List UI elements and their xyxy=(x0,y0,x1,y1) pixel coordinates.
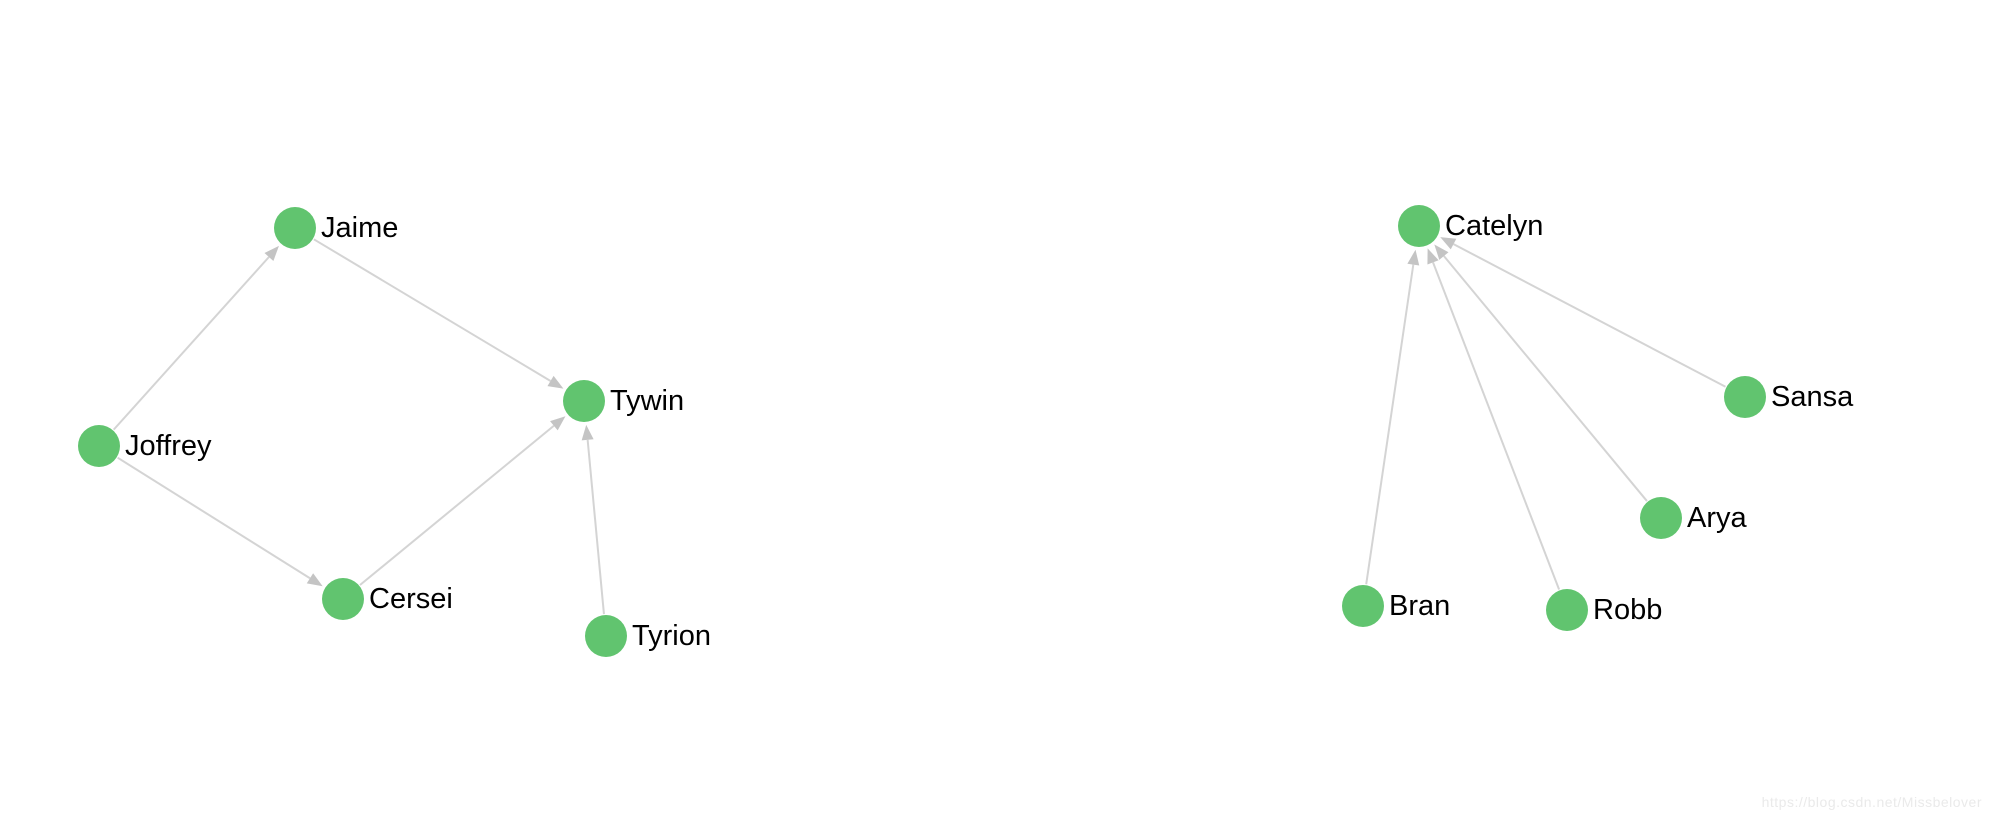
node-circle-sansa[interactable] xyxy=(1724,376,1766,418)
node-label-cersei: Cersei xyxy=(369,583,453,615)
node-label-robb: Robb xyxy=(1593,594,1662,626)
arrowhead-jaime-tywin xyxy=(547,375,564,389)
arrowhead-tyrion-tywin xyxy=(581,424,594,441)
node-jaime[interactable]: Jaime xyxy=(274,207,398,249)
edge-bran-catelyn xyxy=(1365,264,1415,585)
node-joffrey[interactable]: Joffrey xyxy=(78,425,212,467)
node-circle-robb[interactable] xyxy=(1546,589,1588,631)
node-cersei[interactable]: Cersei xyxy=(322,578,453,620)
node-circle-bran[interactable] xyxy=(1342,585,1384,627)
node-circle-tyrion[interactable] xyxy=(585,615,627,657)
node-label-jaime: Jaime xyxy=(321,212,398,244)
edge-joffrey-jaime xyxy=(112,256,270,431)
node-label-tywin: Tywin xyxy=(610,385,684,417)
node-tywin[interactable]: Tywin xyxy=(563,380,684,422)
arrowhead-robb-catelyn xyxy=(1427,248,1439,265)
node-label-tyrion: Tyrion xyxy=(632,620,711,652)
arrowhead-bran-catelyn xyxy=(1407,249,1420,266)
arrowhead-joffrey-cersei xyxy=(306,573,323,587)
edge-arya-catelyn xyxy=(1443,255,1648,502)
node-circle-joffrey[interactable] xyxy=(78,425,120,467)
edge-cersei-tywin xyxy=(359,424,555,586)
arrowhead-joffrey-jaime xyxy=(264,245,279,262)
arrowhead-cersei-tywin xyxy=(550,416,566,431)
node-sansa[interactable]: Sansa xyxy=(1724,376,1854,418)
node-arya[interactable]: Arya xyxy=(1640,497,1748,539)
node-bran[interactable]: Bran xyxy=(1342,585,1450,627)
edge-robb-catelyn xyxy=(1432,262,1561,590)
arrowhead-sansa-catelyn xyxy=(1440,237,1457,250)
edge-tyrion-tywin xyxy=(586,439,605,615)
node-circle-arya[interactable] xyxy=(1640,497,1682,539)
arrowhead-arya-catelyn xyxy=(1434,244,1449,260)
edge-sansa-catelyn xyxy=(1453,243,1726,388)
node-tyrion[interactable]: Tyrion xyxy=(585,615,711,657)
node-circle-tywin[interactable] xyxy=(563,380,605,422)
node-catelyn[interactable]: Catelyn xyxy=(1398,205,1543,247)
node-label-catelyn: Catelyn xyxy=(1445,210,1543,242)
node-label-bran: Bran xyxy=(1389,590,1450,622)
edge-jaime-tywin xyxy=(313,238,552,382)
node-circle-jaime[interactable] xyxy=(274,207,316,249)
node-robb[interactable]: Robb xyxy=(1546,589,1662,631)
watermark-text: https://blog.csdn.net/Missbelover xyxy=(1761,794,1982,810)
edge-joffrey-cersei xyxy=(117,456,311,580)
node-label-sansa: Sansa xyxy=(1771,381,1854,413)
node-label-arya: Arya xyxy=(1687,502,1748,534)
node-label-joffrey: Joffrey xyxy=(125,430,212,462)
node-circle-catelyn[interactable] xyxy=(1398,205,1440,247)
node-circle-cersei[interactable] xyxy=(322,578,364,620)
